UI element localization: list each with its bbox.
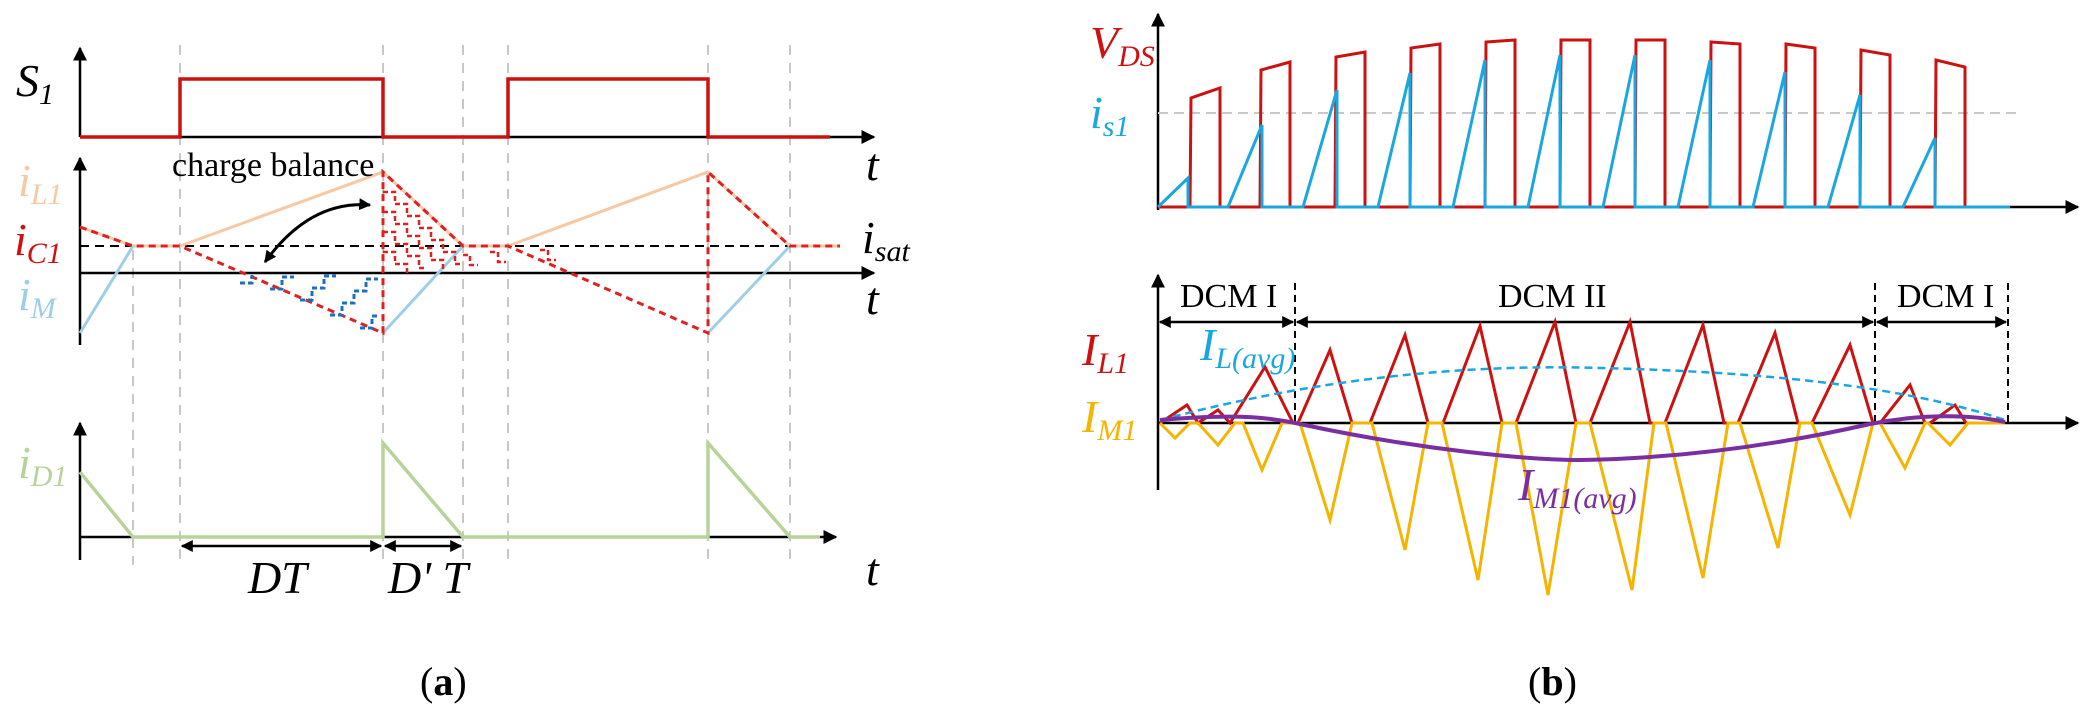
im-waveform-rise-2 <box>706 244 792 335</box>
im-waveform <box>78 245 135 334</box>
label-im1-avg: IM1(avg) <box>1517 459 1637 515</box>
timing-guides <box>132 45 791 565</box>
label-dcm1-right: DCM I <box>1897 278 1994 315</box>
vds-waveform <box>1158 38 1990 209</box>
label-charge-balance: charge balance <box>172 147 374 184</box>
label-im: iM <box>18 269 58 325</box>
il-avg-curve <box>1159 366 2006 422</box>
label-il1: iL1 <box>18 155 62 211</box>
axis-t-2: t <box>866 273 880 324</box>
label-isat: isat <box>862 212 910 268</box>
id1-axes <box>73 421 838 560</box>
id1-waveform <box>78 438 820 539</box>
axis-t-3: t <box>866 544 880 595</box>
label-im1: IM1 <box>1081 391 1137 447</box>
label-is1: is1 <box>1090 87 1129 143</box>
label-il1-b: IL1 <box>1081 324 1129 380</box>
label-ic1: iC1 <box>14 214 62 270</box>
label-s1: S1 <box>16 55 54 111</box>
is1-waveform <box>1156 54 2010 209</box>
label-id1: iD1 <box>18 437 67 493</box>
axis-t-1: t <box>866 139 880 190</box>
caption-b: (b) <box>1528 659 1577 704</box>
current-axes <box>73 156 876 345</box>
is1-ramp-train <box>1156 54 2010 209</box>
s1-axes <box>73 46 876 144</box>
vds-pulse-train <box>1158 38 1990 209</box>
label-dpt: D' T <box>387 552 472 603</box>
ic1-waveform <box>79 168 840 336</box>
im1-avg-curve <box>1159 414 2006 463</box>
label-dcm1-left: DCM I <box>1180 278 1277 315</box>
panel-b: DCM I DCM II DCM I VDS is1 IL1 IM1 IL(av… <box>1081 12 2080 704</box>
caption-a: (a) <box>420 659 467 704</box>
ic1-hatch-blue <box>240 274 380 330</box>
label-il-avg: IL(avg) <box>1199 319 1295 375</box>
s1-gate-waveform <box>80 77 830 139</box>
charge-balance-arrow <box>263 198 372 263</box>
ic1-hatch-red <box>383 190 556 276</box>
label-dcm2: DCM II <box>1498 278 1607 315</box>
label-dt: DT <box>247 552 310 603</box>
im-waveform-rise-1 <box>381 244 465 335</box>
label-vds: VDS <box>1090 17 1155 73</box>
panel-a: S1 t charge balance iL1 iC1 iM isat t iD… <box>14 45 910 704</box>
